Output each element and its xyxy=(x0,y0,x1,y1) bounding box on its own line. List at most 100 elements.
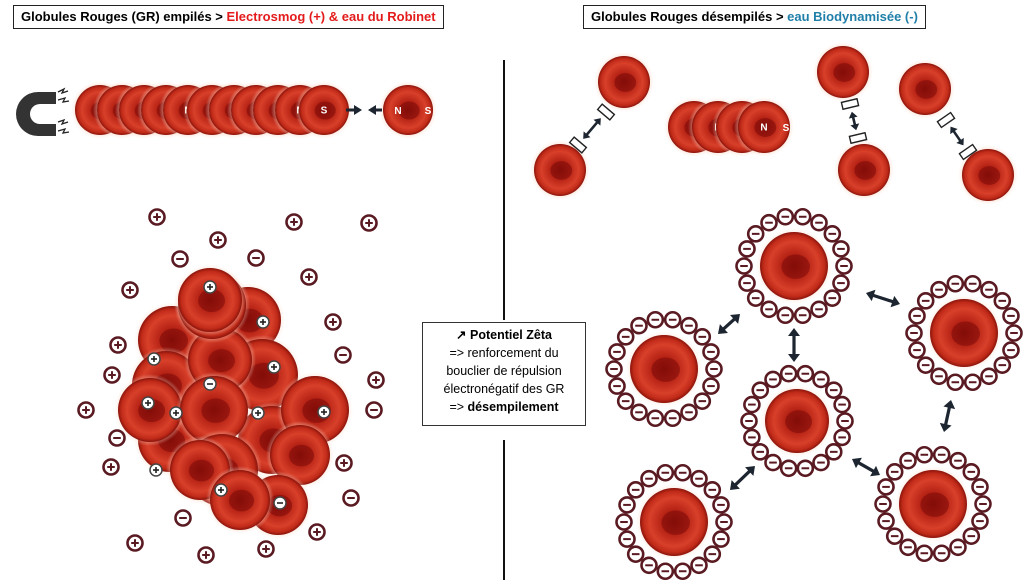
negative-charge-icon xyxy=(108,429,126,447)
positive-charge-icon xyxy=(169,406,183,420)
positive-charge-icon xyxy=(300,268,318,286)
negative-charge-icon xyxy=(174,509,192,527)
double-arrow-icon xyxy=(788,328,800,362)
note-line-5-prefix: => xyxy=(449,400,468,414)
negative-charge-icon xyxy=(946,274,965,293)
positive-charge-icon xyxy=(324,313,342,331)
red-blood-cell xyxy=(206,466,274,534)
negative-charge-icon xyxy=(832,274,850,292)
negative-charge-icon xyxy=(823,289,842,307)
up-arrow-icon: ↗ xyxy=(456,328,467,342)
negative-charge-icon xyxy=(673,562,692,581)
red-blood-cell xyxy=(756,228,832,304)
negative-charge-icon xyxy=(963,373,982,392)
cell-center xyxy=(228,489,255,512)
negative-charge-icon xyxy=(630,316,648,335)
red-blood-cell xyxy=(636,484,712,560)
negative-charge-icon xyxy=(673,463,692,482)
positive-charge-icon xyxy=(121,281,139,299)
positive-charge-icon xyxy=(148,208,166,226)
negative-charge-icon xyxy=(646,409,665,428)
positive-charge-icon xyxy=(109,336,127,354)
negative-charge-icon xyxy=(712,496,730,514)
cell-center xyxy=(854,161,877,180)
positive-charge-icon xyxy=(102,458,120,476)
negative-charge-icon xyxy=(693,392,712,410)
negative-charge-icon xyxy=(693,328,712,346)
negative-charge-icon xyxy=(740,412,758,430)
positive-charge-icon xyxy=(308,523,326,541)
negative-charge-icon xyxy=(626,545,645,563)
cell-center xyxy=(661,510,690,535)
negative-charge-icon xyxy=(743,428,761,447)
negative-charge-icon xyxy=(908,307,926,325)
negative-charge-icon xyxy=(930,367,948,386)
negative-charge-icon xyxy=(823,225,842,243)
repulsion-spring-icon xyxy=(568,103,616,154)
negative-charge-icon xyxy=(877,512,895,530)
left-title-highlight: Electrosmog (+) & eau du Robinet xyxy=(226,9,436,24)
right-title-highlight: eau Biodynamisée (-) xyxy=(787,9,918,24)
negative-charge-icon xyxy=(824,443,843,461)
negative-charge-icon xyxy=(702,377,720,395)
negative-charge-icon xyxy=(932,445,951,464)
negative-charge-icon xyxy=(949,451,967,470)
negative-charge-icon xyxy=(746,289,765,307)
double-arrow-icon xyxy=(939,400,956,432)
cell-center xyxy=(188,459,215,482)
negative-charge-icon xyxy=(962,463,981,481)
red-blood-cell xyxy=(114,374,186,446)
note-line-5-bold: désempilement xyxy=(467,400,559,414)
negative-charge-icon xyxy=(735,257,753,275)
zeta-potential-note: ↗ Potentiel Zêta => renforcement du bouc… xyxy=(422,322,586,426)
repulsion-spring-icon xyxy=(936,111,978,161)
positive-charge-icon xyxy=(141,396,155,410)
double-arrow-icon xyxy=(852,457,880,477)
double-arrow-icon xyxy=(730,466,755,490)
negative-charge-icon xyxy=(905,324,923,342)
note-line-4: électronégatif des GR xyxy=(443,382,565,396)
negative-charge-icon xyxy=(626,481,645,499)
red-blood-cell xyxy=(895,59,955,119)
double-arrow-icon xyxy=(866,289,900,308)
cell-center xyxy=(398,101,420,120)
negative-charge-icon xyxy=(833,395,851,414)
negative-charge-icon xyxy=(690,469,708,488)
red-blood-cell xyxy=(379,81,437,139)
negative-charge-icon xyxy=(273,496,287,510)
negative-charge-icon xyxy=(810,300,828,319)
red-blood-cell xyxy=(813,42,873,102)
repulsion-spring-icon xyxy=(840,97,868,145)
negative-charge-icon xyxy=(760,213,778,232)
cell-center xyxy=(288,444,315,467)
negative-charge-icon xyxy=(833,428,851,447)
negative-charge-icon xyxy=(916,292,935,310)
right-title-prefix: Globules Rouges désempilés > xyxy=(591,9,788,24)
note-line-2: => renforcement du xyxy=(449,346,559,360)
positive-charge-icon xyxy=(285,213,303,231)
pole-label: S xyxy=(321,106,328,117)
negative-charge-icon xyxy=(605,360,623,378)
negative-charge-icon xyxy=(899,451,917,470)
negative-charge-icon xyxy=(663,310,682,329)
negative-charge-icon xyxy=(776,306,795,325)
negative-charge-icon xyxy=(836,412,854,430)
negative-charge-icon xyxy=(171,250,189,268)
negative-charge-icon xyxy=(949,538,967,557)
negative-charge-icon xyxy=(680,316,698,335)
negative-charge-icon xyxy=(824,381,843,399)
cell-center xyxy=(915,80,938,99)
negative-charge-icon xyxy=(832,240,850,258)
red-blood-cell xyxy=(926,295,1002,371)
attraction-arrow-icon xyxy=(346,105,362,115)
negative-charge-icon xyxy=(703,545,722,563)
negative-charge-icon xyxy=(993,292,1012,310)
red-blood-cell xyxy=(958,145,1018,205)
negative-charge-icon xyxy=(764,370,782,389)
red-blood-cell xyxy=(594,52,654,112)
negative-charge-icon xyxy=(779,364,798,383)
cell-center xyxy=(614,73,637,92)
negative-charge-icon xyxy=(746,225,765,243)
negative-charge-icon xyxy=(702,343,720,361)
